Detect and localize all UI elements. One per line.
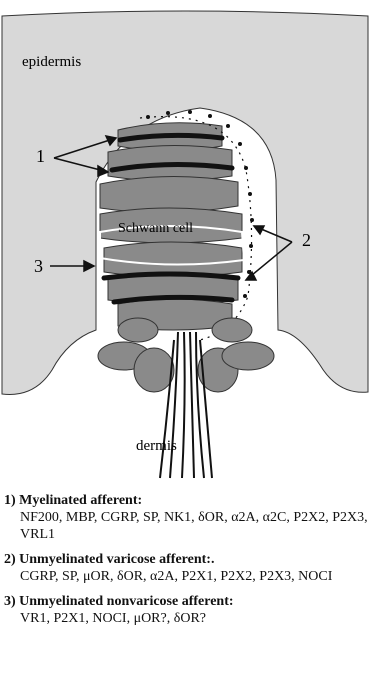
legend-item: 2) Unmyelinated varicose afferent:. CGRP… bbox=[4, 551, 369, 585]
dermis-label: dermis bbox=[136, 438, 177, 454]
legend-markers: CGRP, SP, μOR, δOR, α2A, P2X1, P2X2, P2X… bbox=[4, 568, 369, 585]
legend-markers: VR1, P2X1, NOCI, μOR?, δOR? bbox=[4, 610, 369, 627]
legend-title: 3) Unmyelinated nonvaricose afferent: bbox=[4, 593, 369, 610]
legend: 1) Myelinated afferent: NF200, MBP, CGRP… bbox=[4, 492, 369, 635]
label-1: 1 bbox=[36, 146, 45, 166]
legend-markers: NF200, MBP, CGRP, SP, NK1, δOR, α2A, α2C… bbox=[4, 509, 369, 543]
schwann-cell-label: Schwann cell bbox=[118, 221, 193, 236]
legend-item: 1) Myelinated afferent: NF200, MBP, CGRP… bbox=[4, 492, 369, 543]
legend-title: 1) Myelinated afferent: bbox=[4, 492, 369, 509]
label-2: 2 bbox=[302, 230, 311, 250]
hair-follicle-diagram: epidermis dermis Schwann cell 1 2 3 bbox=[0, 0, 371, 490]
legend-title: 2) Unmyelinated varicose afferent:. bbox=[4, 551, 369, 568]
label-3: 3 bbox=[34, 256, 43, 276]
epidermis-label: epidermis bbox=[22, 54, 81, 70]
legend-item: 3) Unmyelinated nonvaricose afferent: VR… bbox=[4, 593, 369, 627]
